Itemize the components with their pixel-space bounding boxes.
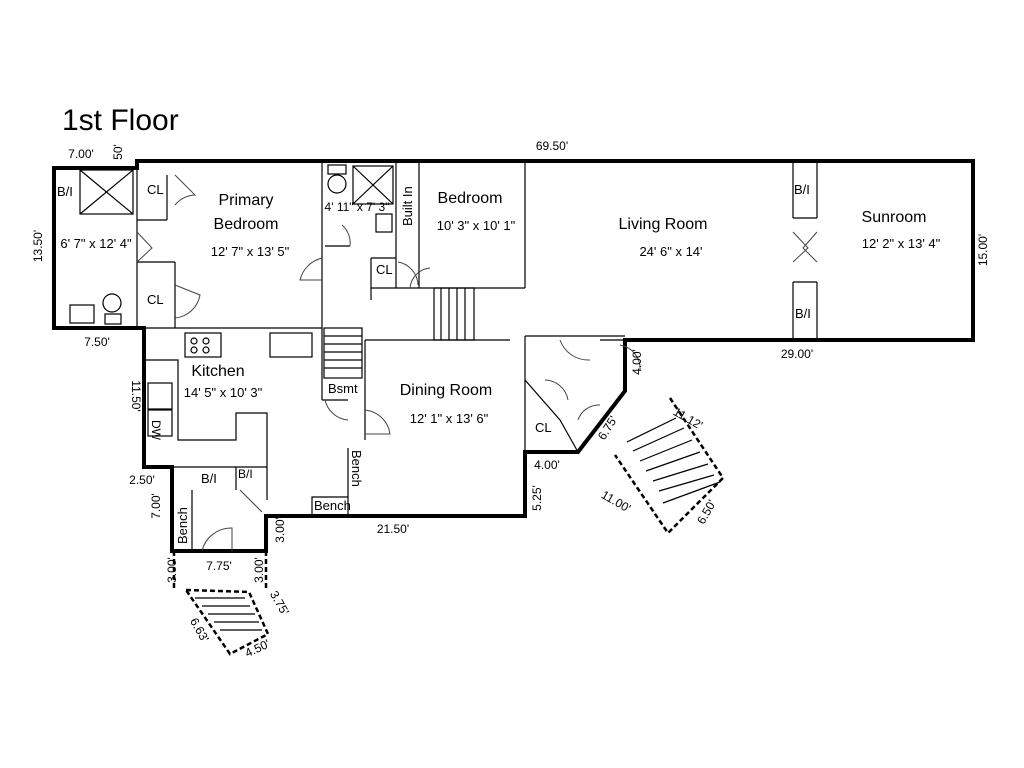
- dining-room-name: Dining Room: [400, 382, 492, 399]
- kitchen-size: 14' 5" x 10' 3": [184, 385, 263, 400]
- basement-label: Bsmt: [328, 381, 358, 396]
- primary-bedroom-name-1: Primary: [218, 192, 273, 209]
- fixtures: [69, 164, 394, 437]
- dim-left-bottom: 7.50': [84, 335, 110, 349]
- dim-living-bottom: 29.00': [781, 347, 813, 361]
- dim-left-top-small: 50': [111, 144, 125, 160]
- kitchen-name: Kitchen: [191, 363, 244, 380]
- toilet-icon: [327, 174, 347, 194]
- dining-room-size: 12' 1" x 13' 6": [410, 411, 489, 426]
- sunroom-name: Sunroom: [862, 209, 927, 226]
- dim-total-width: 69.50': [536, 139, 568, 153]
- dim-porch-bottom: 4.50': [243, 637, 272, 661]
- counter-icon: [269, 332, 313, 358]
- room-labels: Primary Bedroom 12' 7" x 13' 5" Bedroom …: [60, 190, 940, 426]
- primary-bedroom-size: 12' 7" x 13' 5": [211, 244, 290, 259]
- built-in-label: B/I: [57, 184, 73, 199]
- dim-entry-left-out: 3.00': [165, 557, 179, 583]
- built-in-label: B/I: [795, 306, 811, 321]
- dishwasher-icon: [147, 409, 173, 437]
- bedroom-size: 10' 3" x 10' 1": [437, 218, 516, 233]
- dim-porch-top: 3.75': [267, 588, 292, 617]
- dim-step-in: 2.50': [129, 473, 155, 487]
- sink-icon: [147, 382, 173, 410]
- closet-label: CL: [147, 182, 164, 197]
- dim-left-side: 13.50': [31, 230, 45, 262]
- living-room-size: 24' 6" x 14': [639, 244, 702, 259]
- dim-stair-bottom: 11.00': [599, 488, 633, 516]
- stairs: [172, 287, 725, 656]
- small-labels: CL CL CL CL B/I B/I B/I B/I B/I Built In…: [57, 182, 811, 544]
- built-in-label: B/I: [238, 467, 253, 481]
- doors: [136, 174, 818, 552]
- closet-label: CL: [147, 292, 164, 307]
- dim-bottom-middle: 21.50': [377, 522, 409, 536]
- closet-label: CL: [535, 420, 552, 435]
- bench-label: Bench: [349, 450, 364, 487]
- interior-walls: [136, 161, 818, 551]
- dim-dining-right: 5.25': [530, 485, 544, 511]
- built-in-label: B/I: [201, 471, 217, 486]
- dim-porch-left: 6.63': [187, 615, 212, 644]
- bedroom-name: Bedroom: [438, 190, 503, 207]
- primary-bath-size: 6' 7" x 12' 4": [60, 236, 132, 251]
- sink-icon: [375, 213, 393, 233]
- built-in-label: B/I: [794, 182, 810, 197]
- primary-bedroom-name-2: Bedroom: [214, 216, 279, 233]
- bench-label: Bench: [175, 507, 190, 544]
- sunroom-size: 12' 2" x 13' 4": [862, 236, 941, 251]
- dim-angle: 6.75': [595, 413, 620, 442]
- dim-bump-side: 4.00': [630, 349, 644, 375]
- floor-title: 1st Floor: [62, 104, 179, 137]
- closet-label: CL: [376, 262, 393, 277]
- dim-kitchen-side: 11.50': [129, 380, 143, 411]
- dim-entry-width: 7.75': [206, 559, 232, 573]
- dishwasher-label: DW: [149, 420, 163, 441]
- dim-entry-side: 7.00': [149, 493, 163, 519]
- dim-left-top: 7.00': [68, 147, 94, 161]
- bath2-size: 4' 11" x 7' 3": [325, 200, 390, 214]
- stove-icon: [184, 332, 222, 358]
- living-room-name: Living Room: [619, 216, 708, 233]
- dim-entry-right: 3.00': [273, 517, 287, 543]
- dim-entry-right-out: 3.00': [252, 557, 266, 583]
- dim-closet-bottom: 4.00': [534, 458, 560, 472]
- built-in-shelf-label: Built In: [400, 186, 415, 226]
- dim-sun-side: 15.00': [976, 234, 990, 266]
- sink-icon: [69, 304, 95, 324]
- exterior-walls: [52, 159, 975, 553]
- toilet-icon: [102, 293, 122, 313]
- bench-label: Bench: [314, 498, 351, 513]
- dim-stair-top: 11.12': [671, 405, 705, 433]
